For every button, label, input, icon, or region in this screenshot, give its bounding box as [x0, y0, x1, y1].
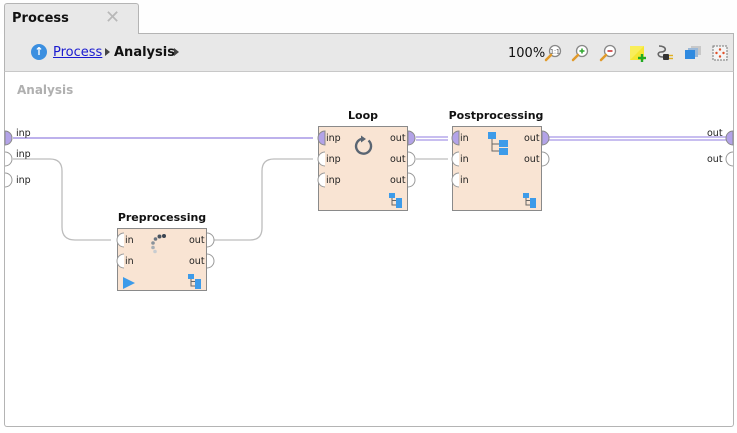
preprocessing-title: Preprocessing [117, 211, 207, 224]
process-output-label: out [707, 154, 723, 165]
loop-output-label: out [390, 175, 406, 186]
zoom-level: 100% [508, 46, 546, 61]
arrange-operators-icon[interactable] [683, 43, 703, 63]
process-input-port-1[interactable] [4, 130, 13, 146]
run-icon[interactable] [122, 276, 136, 290]
zoom-in-icon[interactable] [570, 43, 590, 63]
postprocessing-input-label: in [460, 154, 469, 165]
process-output-label: out [707, 128, 723, 139]
operator-postprocessing[interactable]: in in in out out [452, 126, 542, 211]
navigate-up-icon[interactable]: ↑ [31, 44, 47, 60]
loop-input-port-2[interactable] [317, 151, 326, 167]
preprocessing-output-port-2[interactable] [206, 253, 215, 269]
tab-title: Process [12, 11, 69, 26]
breadcrumb-current: Analysis [114, 45, 175, 60]
breadcrumb-parent-link[interactable]: Process [53, 45, 103, 60]
wire-input2-to-preprocessing[interactable] [13, 158, 111, 241]
process-input-label: inp [16, 128, 31, 139]
loop-output-port-1[interactable] [407, 130, 416, 146]
loop-output-port-3[interactable] [407, 172, 416, 188]
preprocessing-ports [116, 232, 215, 269]
postprocessing-input-port-2[interactable] [451, 151, 460, 167]
tab-process[interactable]: Process ✕ [4, 3, 139, 34]
loop-title: Loop [348, 109, 378, 122]
canvas-title: Analysis [17, 83, 74, 97]
loop-input-label: inp [326, 175, 341, 186]
fit-to-view-icon[interactable] [710, 43, 730, 63]
preprocessing-output-port-1[interactable] [206, 232, 215, 248]
loop-ports [317, 130, 416, 188]
postprocessing-input-port-3[interactable] [451, 172, 460, 188]
tab-strip: Process ✕ [0, 0, 737, 34]
process-input-label: inp [16, 175, 31, 186]
tab-divider [139, 33, 734, 34]
preprocessing-output-label: out [189, 235, 205, 246]
postprocessing-output-port-1[interactable] [541, 130, 550, 146]
postprocessing-input-label: in [460, 175, 469, 186]
process-output-port-2[interactable] [725, 151, 734, 167]
breadcrumb-expand-icon[interactable] [174, 48, 179, 56]
close-icon[interactable]: ✕ [105, 7, 121, 28]
preprocessing-input-label: in [125, 256, 134, 267]
preprocessing-input-label: in [125, 235, 134, 246]
auto-wire-icon[interactable] [655, 43, 675, 63]
loop-output-port-2[interactable] [407, 151, 416, 167]
loop-output-label: out [390, 154, 406, 165]
wire-postprocessing-to-output[interactable] [548, 136, 726, 141]
zoom-reset-icon[interactable]: 1:1 [543, 43, 563, 63]
subprocess-icon [188, 274, 201, 289]
subprocess-icon [523, 193, 536, 208]
subprocess-large-icon [488, 132, 508, 155]
wire-loop-to-postprocessing-1[interactable] [416, 136, 448, 141]
running-spinner-icon [151, 234, 166, 254]
wire-preprocessing-to-loop[interactable] [213, 158, 313, 241]
subprocess-icon [389, 193, 402, 208]
process-output-port-1[interactable] [725, 130, 734, 146]
postprocessing-input-port-1[interactable] [451, 130, 460, 146]
loop-input-port-3[interactable] [317, 172, 326, 188]
loop-input-port-1[interactable] [317, 130, 326, 146]
preprocessing-input-port-1[interactable] [116, 232, 125, 248]
postprocessing-output-label: out [524, 154, 540, 165]
postprocessing-ports [451, 130, 550, 188]
preprocessing-input-port-2[interactable] [116, 253, 125, 269]
process-toolbar: ↑ Process Analysis 100% 1:1 [4, 34, 734, 72]
loop-input-label: inp [326, 154, 341, 165]
zoom-out-icon[interactable] [598, 43, 618, 63]
breadcrumb-separator-icon [105, 48, 110, 56]
postprocessing-title: Postprocessing [448, 109, 544, 122]
process-input-port-3[interactable] [4, 172, 13, 188]
postprocessing-output-port-2[interactable] [541, 151, 550, 167]
add-note-icon[interactable] [627, 43, 647, 63]
loop-input-label: inp [326, 133, 341, 144]
svg-text:1:1: 1:1 [550, 49, 560, 56]
operator-preprocessing[interactable]: in in out out [117, 228, 207, 291]
process-input-label: inp [16, 149, 31, 160]
process-input-port-2[interactable] [4, 151, 13, 167]
postprocessing-output-label: out [524, 133, 540, 144]
loop-icon [354, 135, 373, 155]
preprocessing-output-label: out [189, 256, 205, 267]
operator-loop[interactable]: inp inp inp out out out [318, 126, 408, 211]
postprocessing-input-label: in [460, 133, 469, 144]
loop-output-label: out [390, 133, 406, 144]
